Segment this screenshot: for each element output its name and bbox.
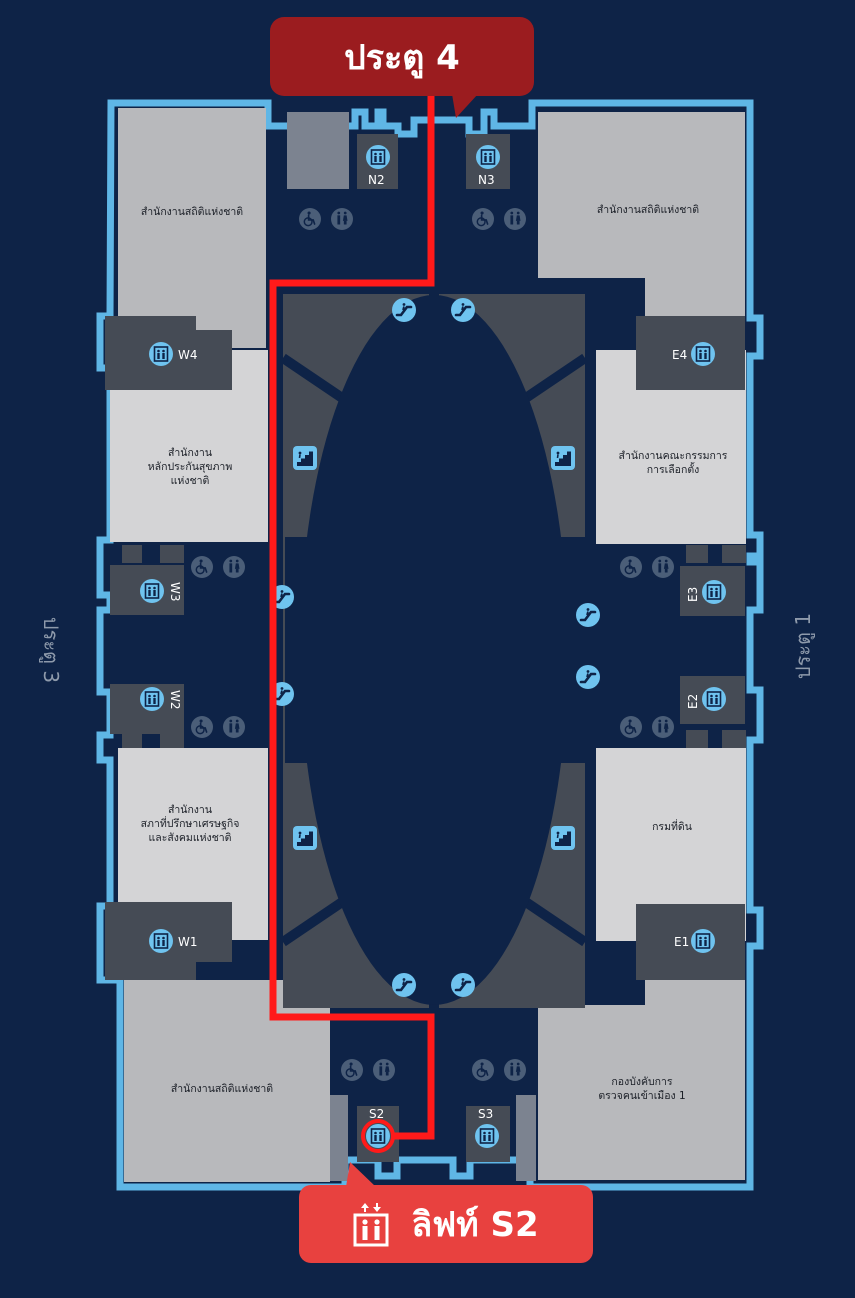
room-nw — [118, 108, 266, 348]
destination-banner-pointer — [346, 1162, 376, 1187]
escalator-icon — [451, 298, 475, 322]
restroom-icon — [652, 716, 674, 738]
storage-n2-side — [287, 112, 349, 189]
elevator-icon[interactable] — [149, 342, 173, 366]
lift-n2-label: N2 — [368, 173, 385, 187]
room-se — [538, 950, 745, 1180]
wheelchair-icon — [191, 716, 213, 738]
elevator-icon[interactable] — [702, 580, 726, 604]
wheelchair-icon — [620, 716, 642, 738]
room-label-w-lower-3: และสังคมแห่งชาติ — [149, 832, 232, 844]
wheelchair-icon — [191, 556, 213, 578]
room-label-se-2: ตรวจคนเข้าเมือง 1 — [598, 1089, 685, 1102]
storage-s-left — [330, 1095, 348, 1181]
lift-e2[interactable]: E2 — [686, 687, 726, 711]
room-label-se-1: กองบังคับการ — [611, 1076, 673, 1088]
elevator-icon[interactable] — [476, 145, 500, 169]
lift-e2-label: E2 — [686, 694, 700, 709]
elevator-icon — [353, 1203, 389, 1247]
escalator-icon — [576, 603, 600, 627]
elevator-icon[interactable] — [691, 929, 715, 953]
room-label-w-lower-2: สภาที่ปรึกษาเศรษฐกิจ — [141, 816, 240, 830]
gate-1-label: ประตู 1 — [791, 613, 816, 679]
room-label-e-upper-1: สำนักงานคณะกรรมการ — [619, 450, 728, 462]
lift-w1[interactable]: W1 — [149, 929, 198, 953]
lift-w3-label: W3 — [168, 582, 182, 602]
stairs-icon — [551, 826, 575, 850]
restroom-icon — [373, 1059, 395, 1081]
lift-n2[interactable]: N2 — [366, 145, 390, 187]
elevator-icon[interactable] — [149, 929, 173, 953]
lift-w3[interactable]: W3 — [140, 579, 182, 603]
stairs-icon — [293, 446, 317, 470]
escalator-icon — [392, 298, 416, 322]
lift-e3-label: E3 — [686, 587, 700, 602]
gate-4-banner-label: ประตู 4 — [344, 37, 460, 78]
room-label-ne: สำนักงานสถิติแห่งชาติ — [597, 204, 699, 216]
storage-s-right — [516, 1095, 536, 1181]
gate-4-banner-pointer — [452, 94, 478, 118]
room-label-e-upper-2: การเลือกตั้ง — [647, 462, 700, 476]
room-label-w-upper-1: สำนักงาน — [168, 447, 212, 459]
lift-e1-label: E1 — [674, 935, 689, 949]
wheelchair-icon — [620, 556, 642, 578]
room-ne — [538, 112, 745, 350]
lift-e3[interactable]: E3 — [686, 580, 726, 604]
room-label-w-upper-2: หลักประกันสุขภาพ — [148, 461, 233, 473]
gate-3-label: ประตู 3 — [38, 617, 63, 683]
elevator-icon[interactable] — [140, 687, 164, 711]
destination-banner: ลิฟท์ S2 — [299, 1185, 593, 1263]
lift-s2-label: S2 — [369, 1107, 384, 1121]
lift-s3-label: S3 — [478, 1107, 493, 1121]
elevator-icon[interactable] — [140, 579, 164, 603]
wheelchair-icon — [299, 208, 321, 230]
lift-w2-label: W2 — [168, 690, 182, 710]
wheelchair-icon — [341, 1059, 363, 1081]
elevator-icon[interactable] — [702, 687, 726, 711]
restroom-icon — [504, 208, 526, 230]
stairs-icon — [551, 446, 575, 470]
lift-s3[interactable]: S3 — [475, 1107, 499, 1148]
stairs-icon — [293, 826, 317, 850]
lift-n3-label: N3 — [478, 173, 495, 187]
escalator-icon — [392, 973, 416, 997]
lift-w1-label: W1 — [178, 935, 198, 949]
restroom-icon — [223, 716, 245, 738]
lift-n3[interactable]: N3 — [476, 145, 500, 187]
gate-4-banner: ประตู 4 — [270, 17, 534, 96]
restroom-icon — [331, 208, 353, 230]
room-sw — [124, 980, 330, 1182]
room-label-w-upper-3: แห่งชาติ — [171, 475, 210, 487]
lift-w2[interactable]: W2 — [140, 687, 182, 711]
room-label-nw: สำนักงานสถิติแห่งชาติ — [141, 206, 243, 218]
lift-e4-label: E4 — [672, 348, 687, 362]
atrium — [280, 294, 588, 1008]
escalator-icon — [576, 665, 600, 689]
elevator-icon[interactable] — [691, 342, 715, 366]
lift-w4-label: W4 — [178, 348, 198, 362]
restroom-icon — [504, 1059, 526, 1081]
route-path — [269, 96, 435, 1140]
wheelchair-icon — [472, 208, 494, 230]
wheelchair-icon — [472, 1059, 494, 1081]
escalator-icon — [451, 973, 475, 997]
elevator-icon[interactable] — [366, 1124, 390, 1148]
room-label-w-lower-1: สำนักงาน — [168, 804, 212, 816]
elevator-icon[interactable] — [475, 1124, 499, 1148]
lift-w4[interactable]: W4 — [149, 342, 198, 366]
lift-e4[interactable]: E4 — [672, 342, 715, 366]
restroom-icon — [223, 556, 245, 578]
restroom-icon — [652, 556, 674, 578]
destination-banner-label: ลิฟท์ S2 — [411, 1205, 539, 1245]
room-labels: สำนักงานสถิติแห่งชาติ สำนักงานสถิติแห่งช… — [141, 204, 728, 1102]
room-label-sw: สำนักงานสถิติแห่งชาติ — [171, 1083, 273, 1095]
room-label-e-lower: กรมที่ดิน — [652, 819, 692, 833]
elevator-icon[interactable] — [366, 145, 390, 169]
lift-e1[interactable]: E1 — [674, 929, 715, 953]
